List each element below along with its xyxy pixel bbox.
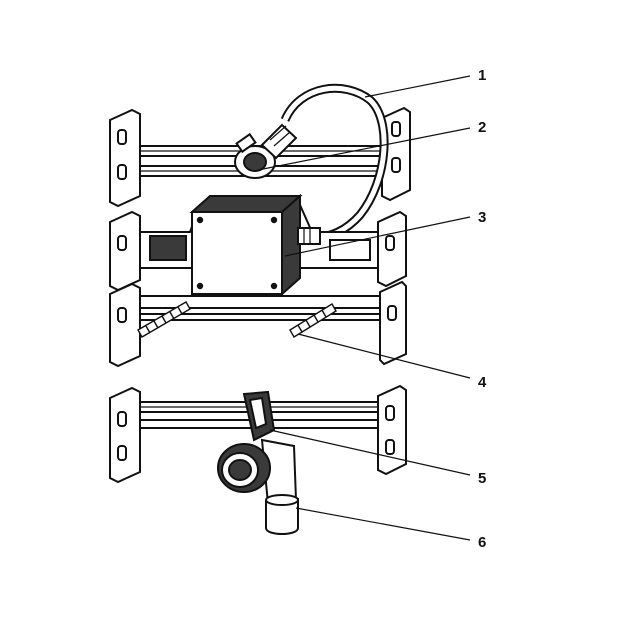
leader-1	[364, 75, 471, 98]
bracket-slot-left-top-b	[117, 164, 127, 180]
leader-3	[284, 216, 471, 257]
bracket-right-rods	[379, 280, 407, 366]
leader-2	[257, 127, 471, 171]
valve-clamp	[217, 390, 298, 506]
callout-3: 3	[478, 209, 486, 226]
threaded-rod-right	[289, 303, 337, 338]
cable-hose	[280, 83, 389, 243]
callout-6: 6	[478, 534, 486, 551]
rail-rods-upper	[139, 295, 381, 309]
callout-2: 2	[478, 119, 486, 136]
callout-leaders	[257, 75, 471, 541]
bracket-slot-right-top-b	[391, 157, 401, 173]
junction-box	[189, 193, 321, 297]
leader-6	[295, 507, 471, 541]
callout-4: 4	[478, 374, 487, 391]
callout-1: 1	[478, 67, 486, 84]
threaded-rods	[137, 301, 337, 338]
callout-numbers: 1 2 3 4 5 6	[478, 67, 487, 551]
callout-5: 5	[478, 470, 486, 487]
bracket-left-top	[109, 108, 141, 208]
bracket-right-top	[381, 106, 411, 202]
bracket-left-middle	[109, 210, 141, 292]
bracket-right-bottom	[377, 384, 407, 476]
hose-connector	[234, 123, 298, 179]
threaded-rod-left	[137, 301, 191, 338]
leader-4	[297, 333, 471, 379]
bracket-left-bottom	[109, 386, 141, 484]
drain-pipe	[265, 494, 299, 535]
bracket-slot-left-top-a	[117, 129, 127, 145]
bracket-left-rods	[109, 282, 141, 368]
leader-5	[269, 429, 471, 476]
bracket-slot-right-top-a	[391, 121, 401, 137]
